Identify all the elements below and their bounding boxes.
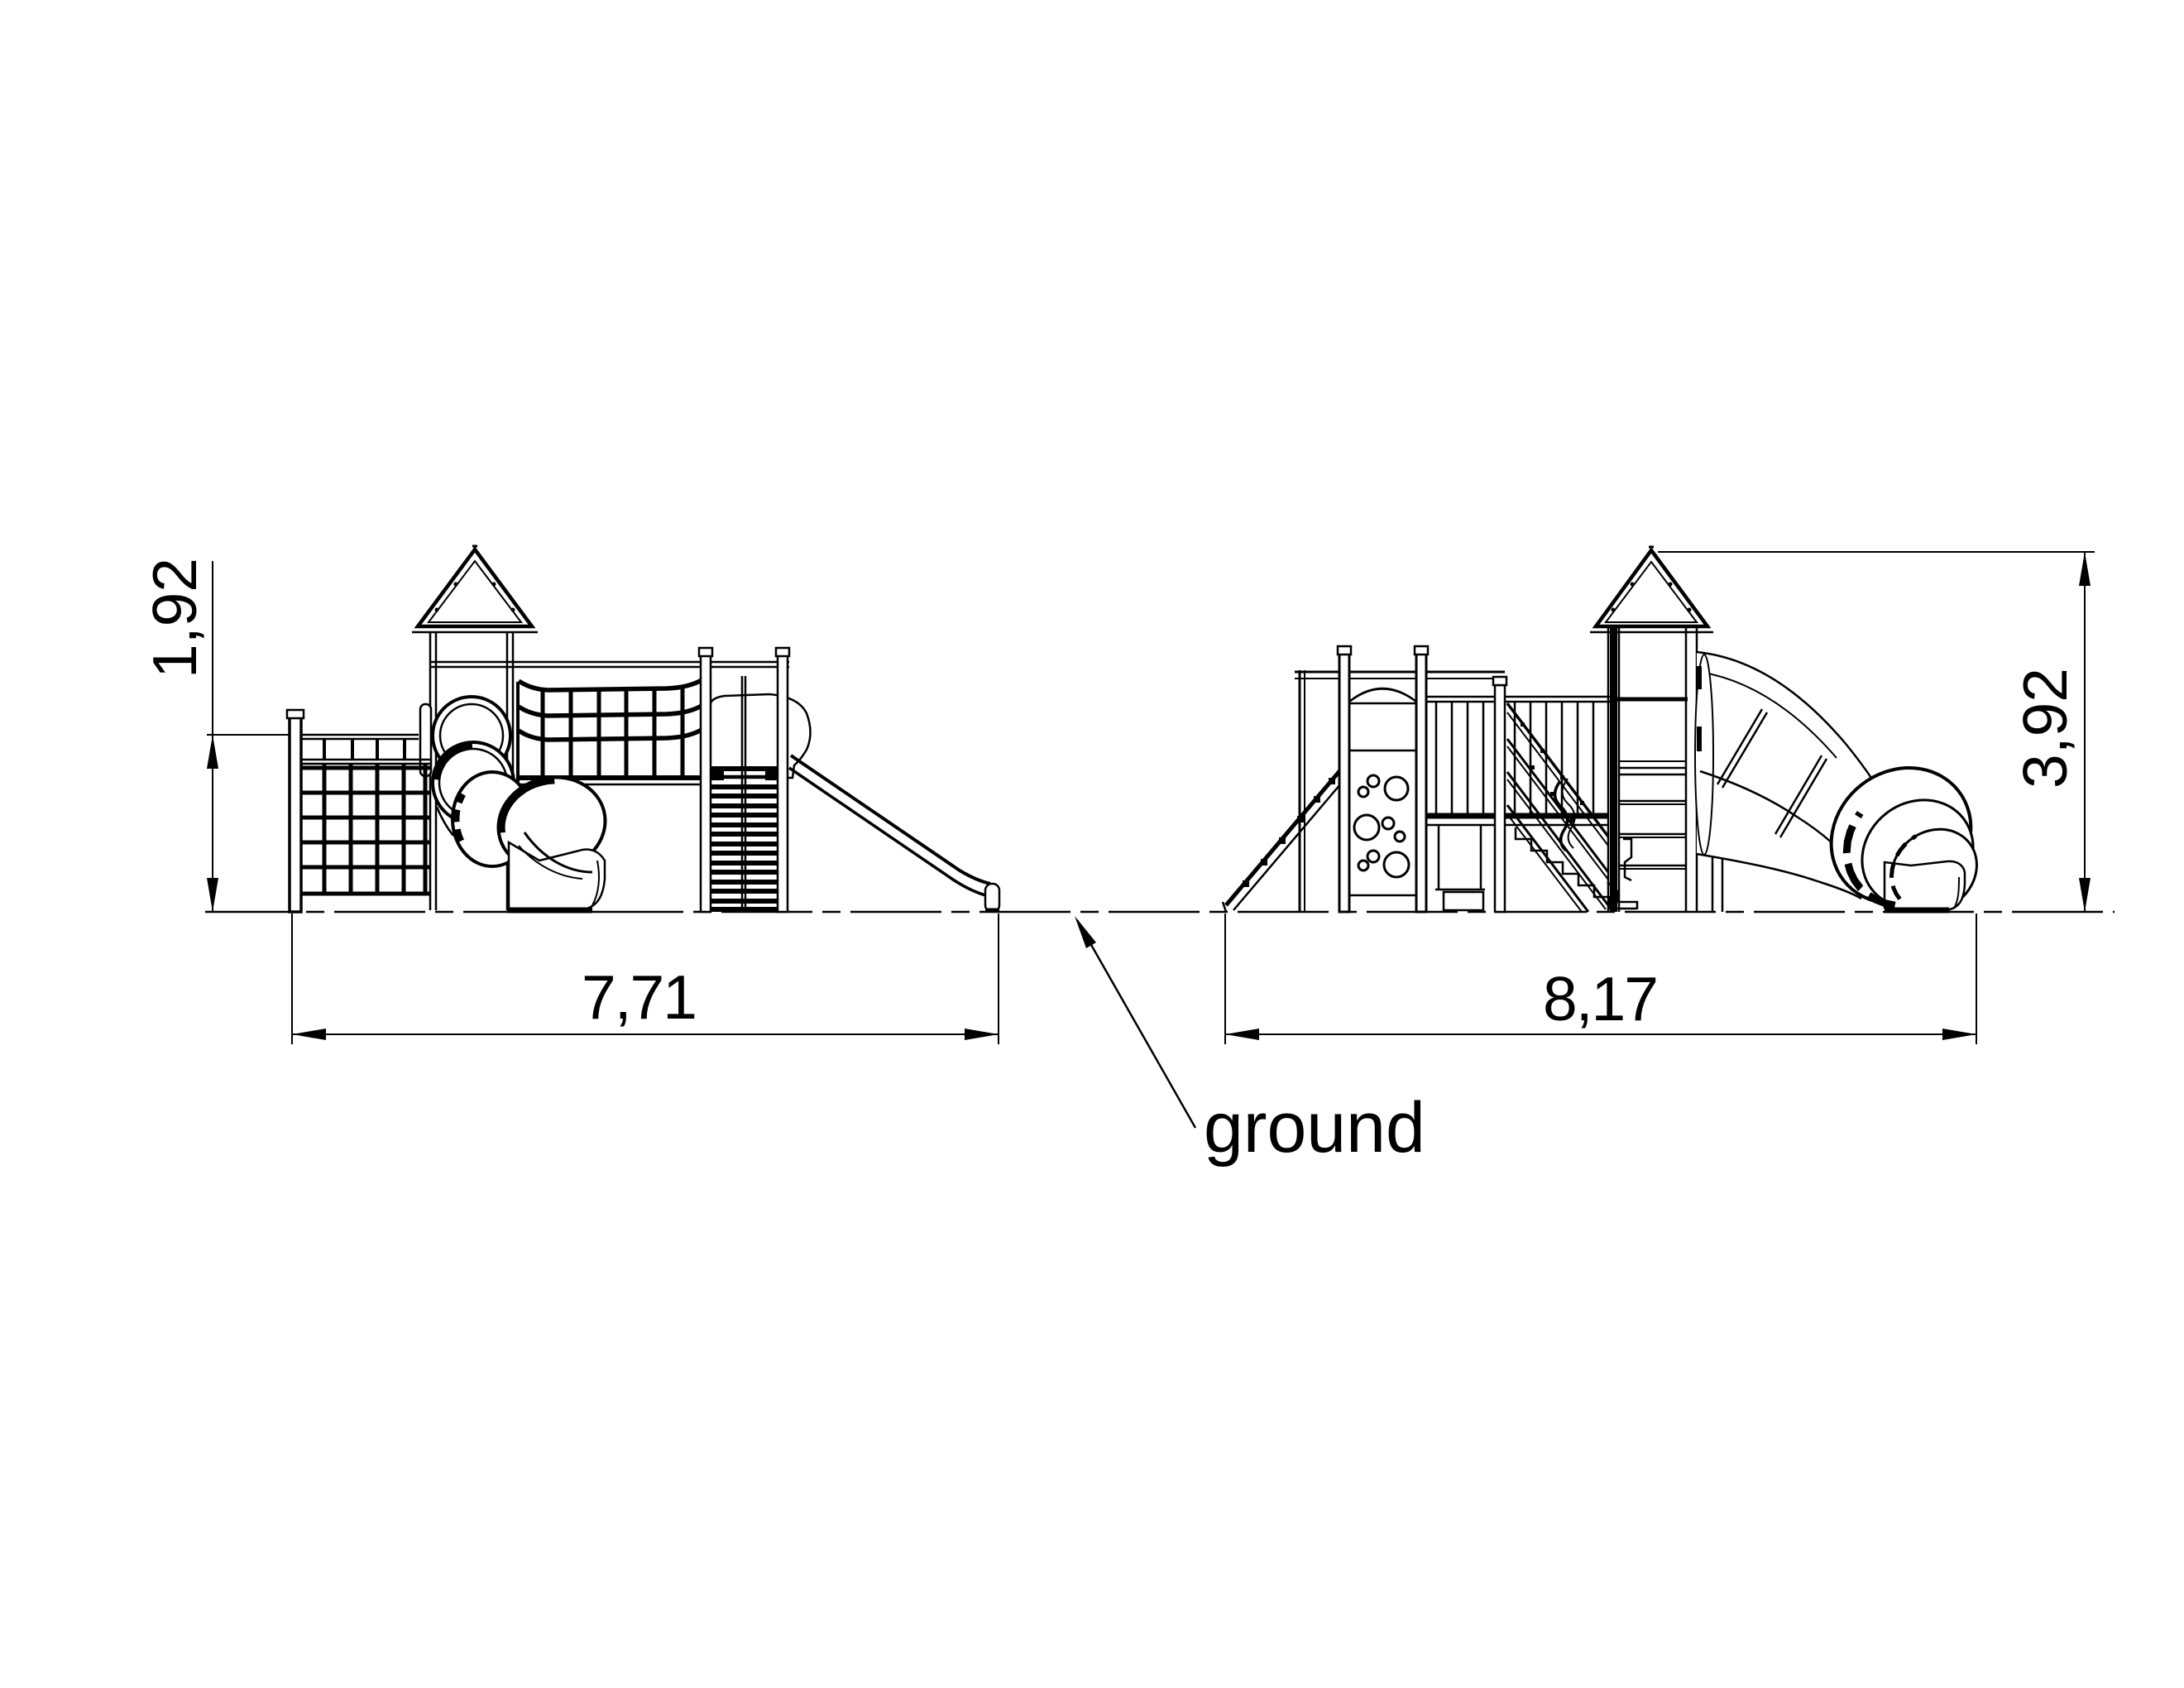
svg-text:1,92: 1,92 <box>140 558 209 679</box>
svg-text:8,17: 8,17 <box>1543 964 1657 1033</box>
svg-text:7,71: 7,71 <box>582 962 696 1032</box>
svg-text:ground: ground <box>1204 1088 1425 1168</box>
svg-text:3,92: 3,92 <box>2010 668 2080 789</box>
